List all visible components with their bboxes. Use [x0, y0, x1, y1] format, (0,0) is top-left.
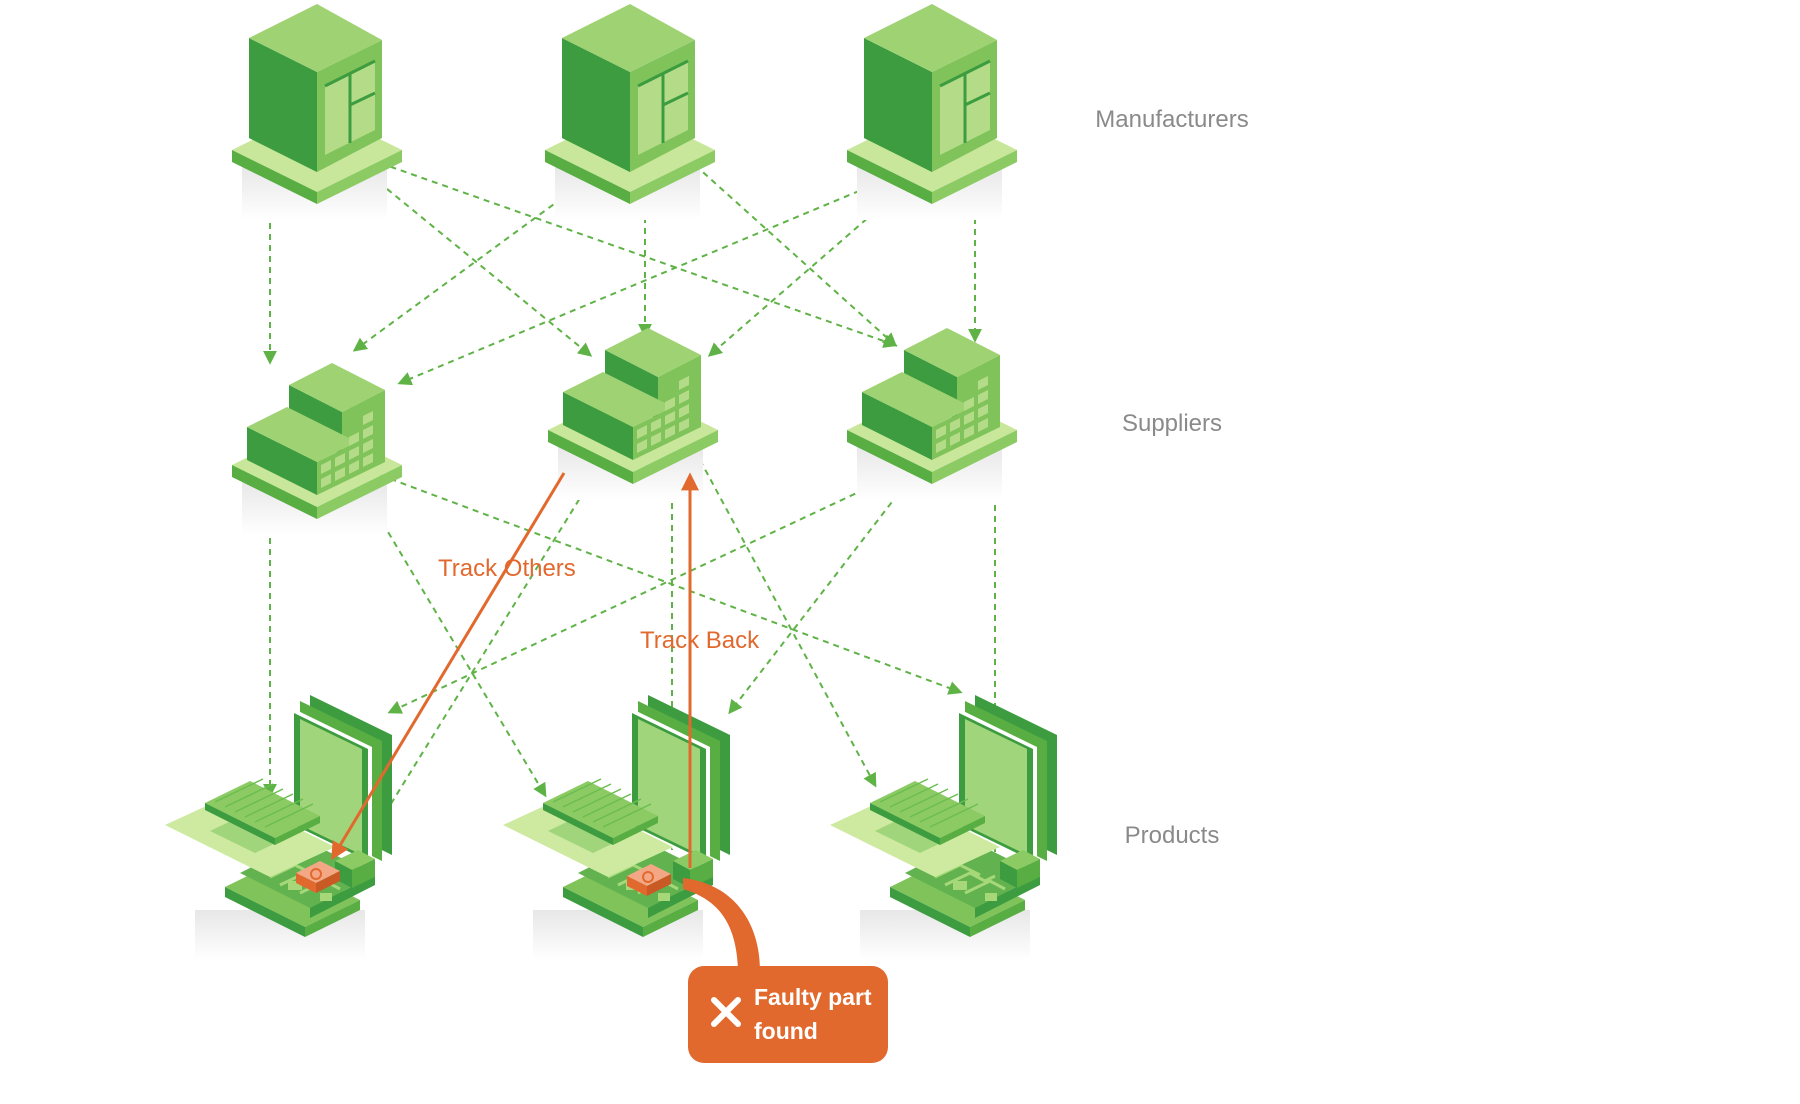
manufacturer-building-2: [543, 2, 717, 222]
supplier-building-2: [548, 328, 718, 500]
tier-label-suppliers: Suppliers: [1121, 410, 1223, 437]
faulty-part-2: [627, 864, 671, 896]
product-1: [163, 693, 394, 962]
flow-arrows: [263, 162, 1002, 873]
manufacturer-building-3: [845, 2, 1019, 222]
tier-label-products: Products: [1124, 822, 1220, 849]
tier-label-manufacturers: Manufacturers: [1095, 106, 1249, 133]
track-others-arrow: [331, 472, 566, 861]
faulty-part-1: [296, 861, 340, 893]
callout-text: Faulty part found: [754, 984, 872, 1044]
faulty-part-callout: Faulty part found: [688, 966, 888, 1063]
manufacturer-building-1: [230, 2, 404, 222]
close-x-icon: [711, 997, 741, 1027]
supplier-building-3: [847, 328, 1017, 500]
product-2: [501, 693, 732, 962]
track-back-label: Track Back: [640, 627, 760, 654]
callout-pointer: [683, 878, 760, 972]
supplier-building-1: [232, 363, 402, 535]
track-others-label: Track Others: [438, 555, 576, 582]
